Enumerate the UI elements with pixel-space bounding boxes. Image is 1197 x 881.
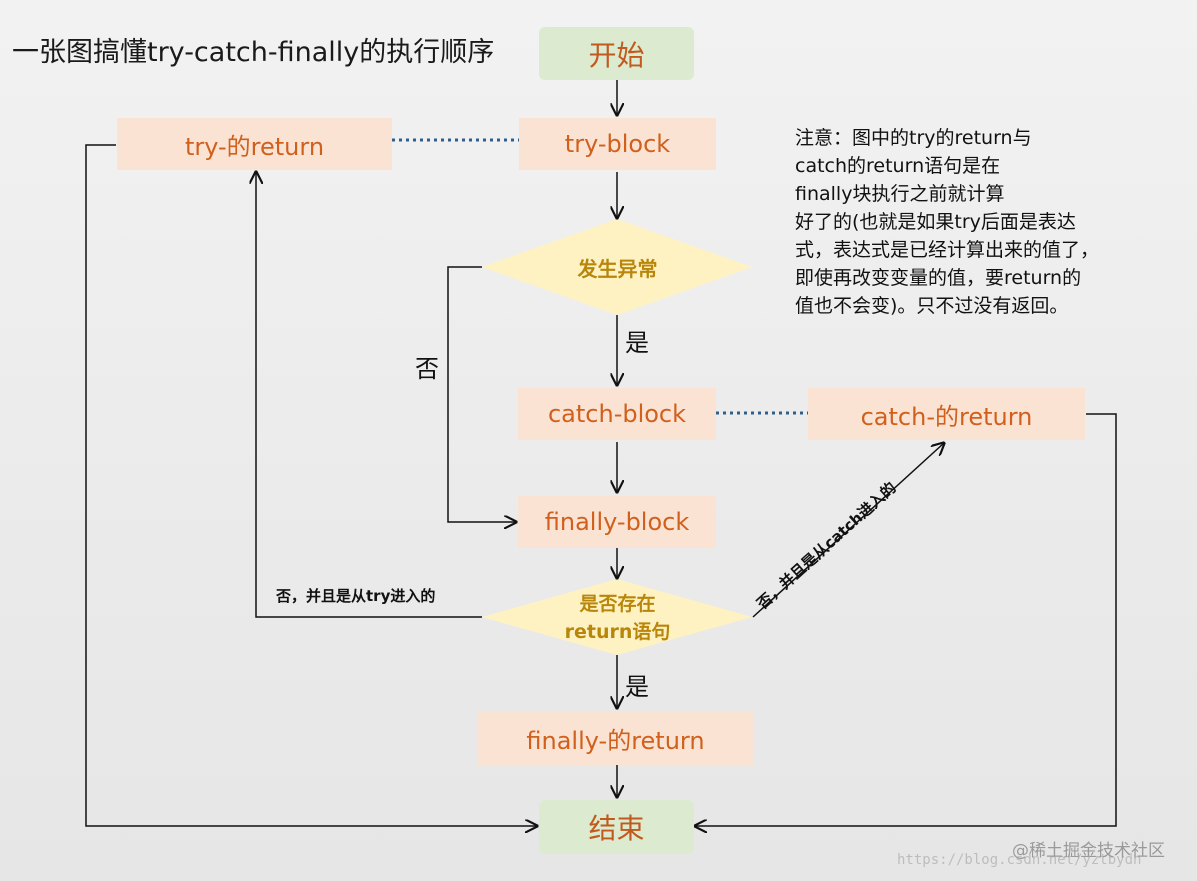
catch-return-label: catch-的return	[860, 402, 1033, 431]
catch-block-label: catch-block	[547, 400, 687, 428]
try-return-label: try-的return	[184, 132, 325, 161]
from-try-label: 否，并且是从try进入的	[276, 587, 436, 605]
finally-block-node: finally-block	[518, 496, 716, 548]
note-line: finally块执行之前就计算	[795, 183, 1005, 205]
finally-block-label: finally-block	[544, 508, 690, 536]
catch-return-node: catch-的return	[808, 388, 1085, 440]
start-label: 开始	[588, 38, 645, 72]
note-line: 即使再改变变量的值，要return的	[795, 267, 1082, 289]
exception-question-label: 发生异常	[577, 256, 658, 281]
end-node: 结束	[539, 800, 694, 854]
note-line: 好了的(也就是如果try后面是表达	[795, 211, 1076, 233]
note-line: catch的return语句是在	[795, 155, 1001, 177]
note-line: 注意：图中的try的return与	[795, 127, 1032, 149]
start-node: 开始	[539, 27, 694, 80]
arrow-exception-no	[447, 266, 516, 522]
finally-return-node: finally-的return	[478, 711, 753, 765]
return-question-line1: 是否存在	[579, 593, 656, 615]
exception-diamond	[482, 219, 752, 315]
note-line: 式，表达式是已经计算出来的值了，	[795, 239, 1100, 261]
exception-yes-label: 是	[625, 329, 649, 357]
return-question: 是否存在 return语句	[530, 590, 705, 646]
try-block-node: try-block	[519, 118, 716, 170]
arrow-to-catch-return	[752, 443, 944, 618]
end-label: 结束	[588, 812, 645, 845]
side-note: 注意：图中的try的return与 catch的return语句是在 final…	[795, 124, 1175, 320]
try-block-label: try-block	[564, 130, 671, 158]
return-question-line2: return语句	[564, 621, 671, 643]
note-line: 值也不会变)。只不过没有返回。	[795, 295, 1069, 317]
return-yes-label: 是	[625, 673, 649, 701]
arrow-try-return-to-end	[85, 144, 537, 826]
catch-block-node: catch-block	[518, 388, 716, 440]
arrow-catch-return-to-end	[695, 413, 1117, 826]
arrow-to-try-return	[256, 172, 482, 618]
finally-return-label: finally-的return	[526, 726, 705, 755]
watermark-site: @稀土掘金技术社区	[1012, 841, 1165, 861]
return-diamond	[482, 579, 752, 655]
try-return-node: try-的return	[117, 118, 392, 170]
exception-question: 发生异常	[520, 250, 715, 284]
exception-no-label: 否	[415, 355, 439, 383]
watermark-url: https://blog.csdn.net/yztbydh	[897, 852, 1142, 868]
diagram-title: 一张图搞懂try-catch-finally的执行顺序	[12, 37, 495, 68]
